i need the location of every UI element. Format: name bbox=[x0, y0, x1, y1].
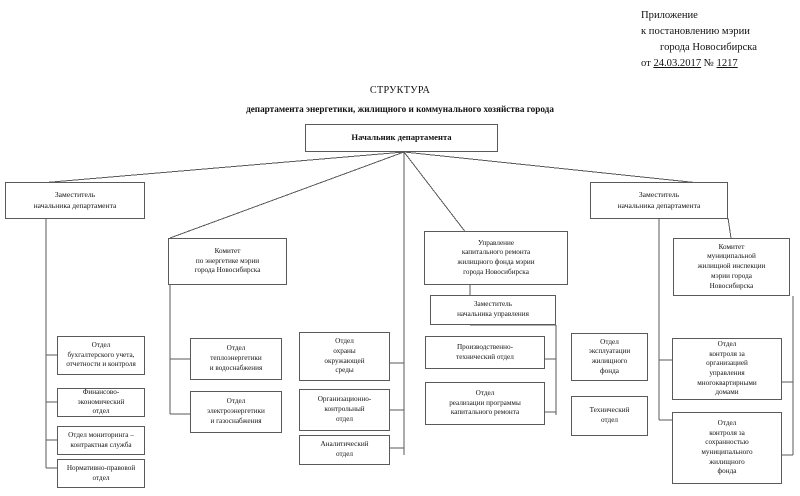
node-monitoring-contract-service[interactable]: Отдел мониторинга –контрактная служба bbox=[57, 426, 145, 455]
doc-header-line-4: от 24.03.2017 № 1217 bbox=[641, 56, 738, 72]
doc-header-date: 24.03.2017 bbox=[653, 58, 702, 69]
doc-header-no-label: № bbox=[701, 58, 717, 69]
doc-header-line-1: Приложение bbox=[641, 10, 698, 21]
doc-header-number: 1217 bbox=[716, 58, 738, 69]
doc-header-line-2: к постановлению мэрии bbox=[641, 26, 750, 37]
node-production-technical-department[interactable]: Производственно-технический отдел bbox=[425, 336, 545, 369]
doc-header-ot-label: от bbox=[641, 58, 654, 69]
diagram-title-line-2: департамента энергетики, жилищного и ком… bbox=[246, 104, 554, 114]
doc-header-line-3: города Новосибирска bbox=[660, 42, 757, 53]
node-head-of-department[interactable]: Начальник департамента bbox=[305, 124, 498, 152]
diagram-title-line-1: СТРУКТУРА bbox=[369, 85, 431, 96]
